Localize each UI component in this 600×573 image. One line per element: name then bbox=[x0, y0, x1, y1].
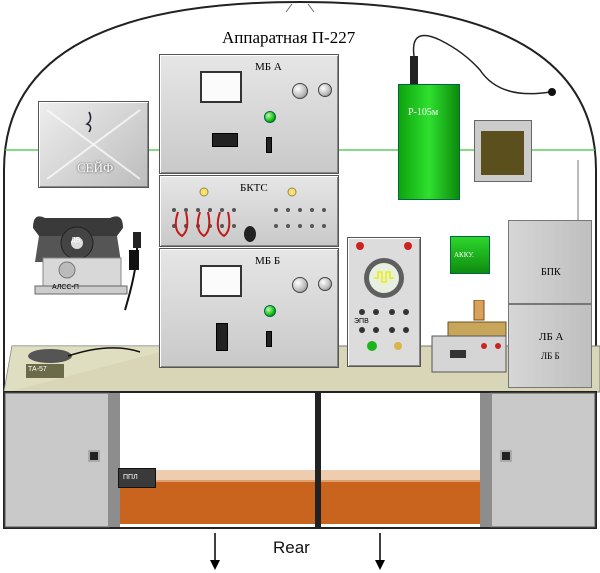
bkts-label: БКТС bbox=[240, 182, 268, 194]
safe[interactable]: СЕЙФ bbox=[38, 101, 149, 188]
radio-label: Р-105м bbox=[408, 107, 439, 118]
floor-box[interactable]: ППЛ bbox=[118, 468, 156, 488]
mb-a-switch[interactable] bbox=[212, 133, 238, 147]
mb-b-label: МБ Б bbox=[255, 255, 281, 267]
cabinet-lb[interactable]: ЛБ А ЛБ Б bbox=[508, 304, 592, 388]
safe-cross-icon bbox=[46, 109, 141, 180]
mb-a-led bbox=[264, 111, 276, 123]
cabinet-lb-b-label: ЛБ Б bbox=[541, 351, 560, 361]
cabinet-bpk[interactable]: БПК bbox=[508, 220, 592, 304]
mb-a-knob-2[interactable] bbox=[318, 83, 332, 97]
left-door-handle-icon[interactable] bbox=[88, 450, 100, 462]
mb-b-toggle[interactable] bbox=[266, 331, 272, 347]
radio-r105m[interactable]: Р-105м bbox=[398, 84, 460, 200]
page-title: Аппаратная П-227 bbox=[222, 28, 356, 47]
mb-b-meter bbox=[200, 265, 242, 297]
oscilloscope-label: ЭПВ bbox=[354, 318, 369, 325]
handset-label: ТА-57 bbox=[28, 366, 47, 373]
telephone[interactable] bbox=[25, 210, 155, 320]
radio-antenna-cable bbox=[410, 34, 556, 96]
accessory-box[interactable] bbox=[474, 120, 532, 182]
test-instrument[interactable] bbox=[428, 300, 508, 376]
handset[interactable] bbox=[20, 342, 160, 382]
floor-box-label: ППЛ bbox=[123, 474, 138, 481]
phone-base-label: АЛСС-П bbox=[52, 284, 79, 291]
oscilloscope-screen-icon bbox=[356, 242, 412, 351]
mb-a-label: МБ A bbox=[255, 61, 282, 73]
mb-a-knob-1[interactable] bbox=[292, 83, 308, 99]
cabinet-lb-a-label: ЛБ А bbox=[539, 331, 564, 343]
mb-b-switch[interactable] bbox=[216, 323, 228, 351]
mb-a-panel[interactable]: МБ A bbox=[159, 54, 339, 174]
rear-label: Rear bbox=[273, 538, 310, 557]
mb-b-knob-1[interactable] bbox=[292, 277, 308, 293]
mb-a-meter bbox=[200, 71, 242, 103]
dial-label: ДБ bbox=[71, 237, 81, 244]
cabinet-bpk-label: БПК bbox=[541, 267, 561, 278]
mb-b-knob-2[interactable] bbox=[318, 277, 332, 291]
battery[interactable]: АККУ. bbox=[450, 236, 490, 274]
mb-b-led bbox=[264, 305, 276, 317]
oscilloscope[interactable]: ЭПВ bbox=[347, 237, 421, 367]
accessory-box-screen bbox=[481, 131, 524, 175]
bkts-jacks bbox=[172, 187, 326, 242]
safe-label: СЕЙФ bbox=[77, 160, 114, 175]
right-door-handle-icon[interactable] bbox=[500, 450, 512, 462]
battery-label: АККУ. bbox=[454, 251, 474, 259]
mb-b-panel[interactable]: МБ Б bbox=[159, 248, 339, 368]
bkts-panel[interactable]: БКТС bbox=[159, 175, 339, 247]
mb-a-toggle[interactable] bbox=[266, 137, 272, 153]
